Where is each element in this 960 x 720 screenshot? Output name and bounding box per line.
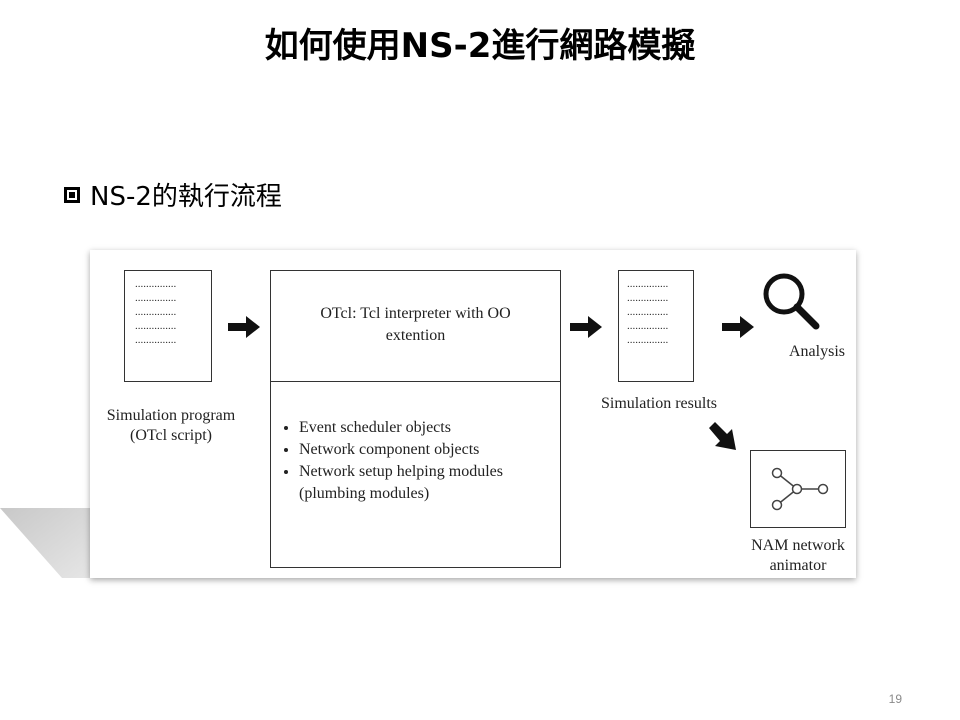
page-number: 19 [888, 692, 902, 706]
program-label-line2: (OTcl script) [130, 427, 212, 444]
otcl-label-line1: OTcl: Tcl interpreter with OO [320, 305, 511, 322]
component-list: Event scheduler objects Network componen… [275, 417, 549, 505]
doc-line: ............... [627, 292, 669, 304]
nam-label: NAM network animator [730, 536, 866, 576]
doc-line: ............... [135, 278, 177, 290]
right-arrow-icon [570, 316, 602, 338]
nam-box [750, 450, 846, 528]
list-item: Network component objects [299, 439, 549, 461]
program-document: ............... ............... ........… [124, 270, 212, 382]
otcl-label: OTcl: Tcl interpreter with OO extention [271, 303, 560, 347]
slide-title: 如何使用NS-2進行網路模擬 [264, 26, 696, 66]
bullet-text: NS-2的執行流程 [90, 182, 282, 212]
list-item: Network setup helping modules (plumbing … [299, 461, 549, 505]
doc-line: ............... [135, 320, 177, 332]
results-label: Simulation results [601, 395, 717, 412]
doc-line: ............... [627, 306, 669, 318]
program-label-line1: Simulation program [106, 407, 236, 424]
network-graph-icon [771, 467, 829, 511]
right-arrow-icon [722, 316, 754, 338]
bullet-item: NS-2的執行流程 [64, 176, 282, 213]
results-document: ............... ............... ........… [618, 270, 694, 382]
magnifier-icon [763, 273, 820, 330]
component-section: Event scheduler objects Network componen… [271, 383, 560, 567]
list-item: Event scheduler objects [299, 417, 549, 439]
doc-line: ............... [135, 306, 177, 318]
analysis-label: Analysis [789, 343, 845, 360]
doc-line: ............... [627, 334, 669, 346]
square-bullet-icon [64, 186, 80, 203]
right-arrow-icon [228, 316, 260, 338]
nam-label-line1: NAM network [751, 537, 845, 554]
otcl-interpreter-box: OTcl: Tcl interpreter with OO extention … [270, 270, 561, 568]
program-label: Simulation program (OTcl script) [86, 406, 256, 446]
doc-line: ............... [135, 292, 177, 304]
nam-label-line2: animator [769, 557, 827, 574]
doc-line: ............... [135, 334, 177, 346]
ns2-flow-diagram: ............... ............... ........… [90, 250, 856, 578]
otcl-label-line2: extention [385, 327, 446, 344]
doc-line: ............... [627, 320, 669, 332]
decorative-shadow [0, 508, 92, 578]
doc-line: ............... [627, 278, 669, 290]
diagonal-arrow-icon [709, 422, 736, 450]
box-divider [271, 381, 560, 382]
